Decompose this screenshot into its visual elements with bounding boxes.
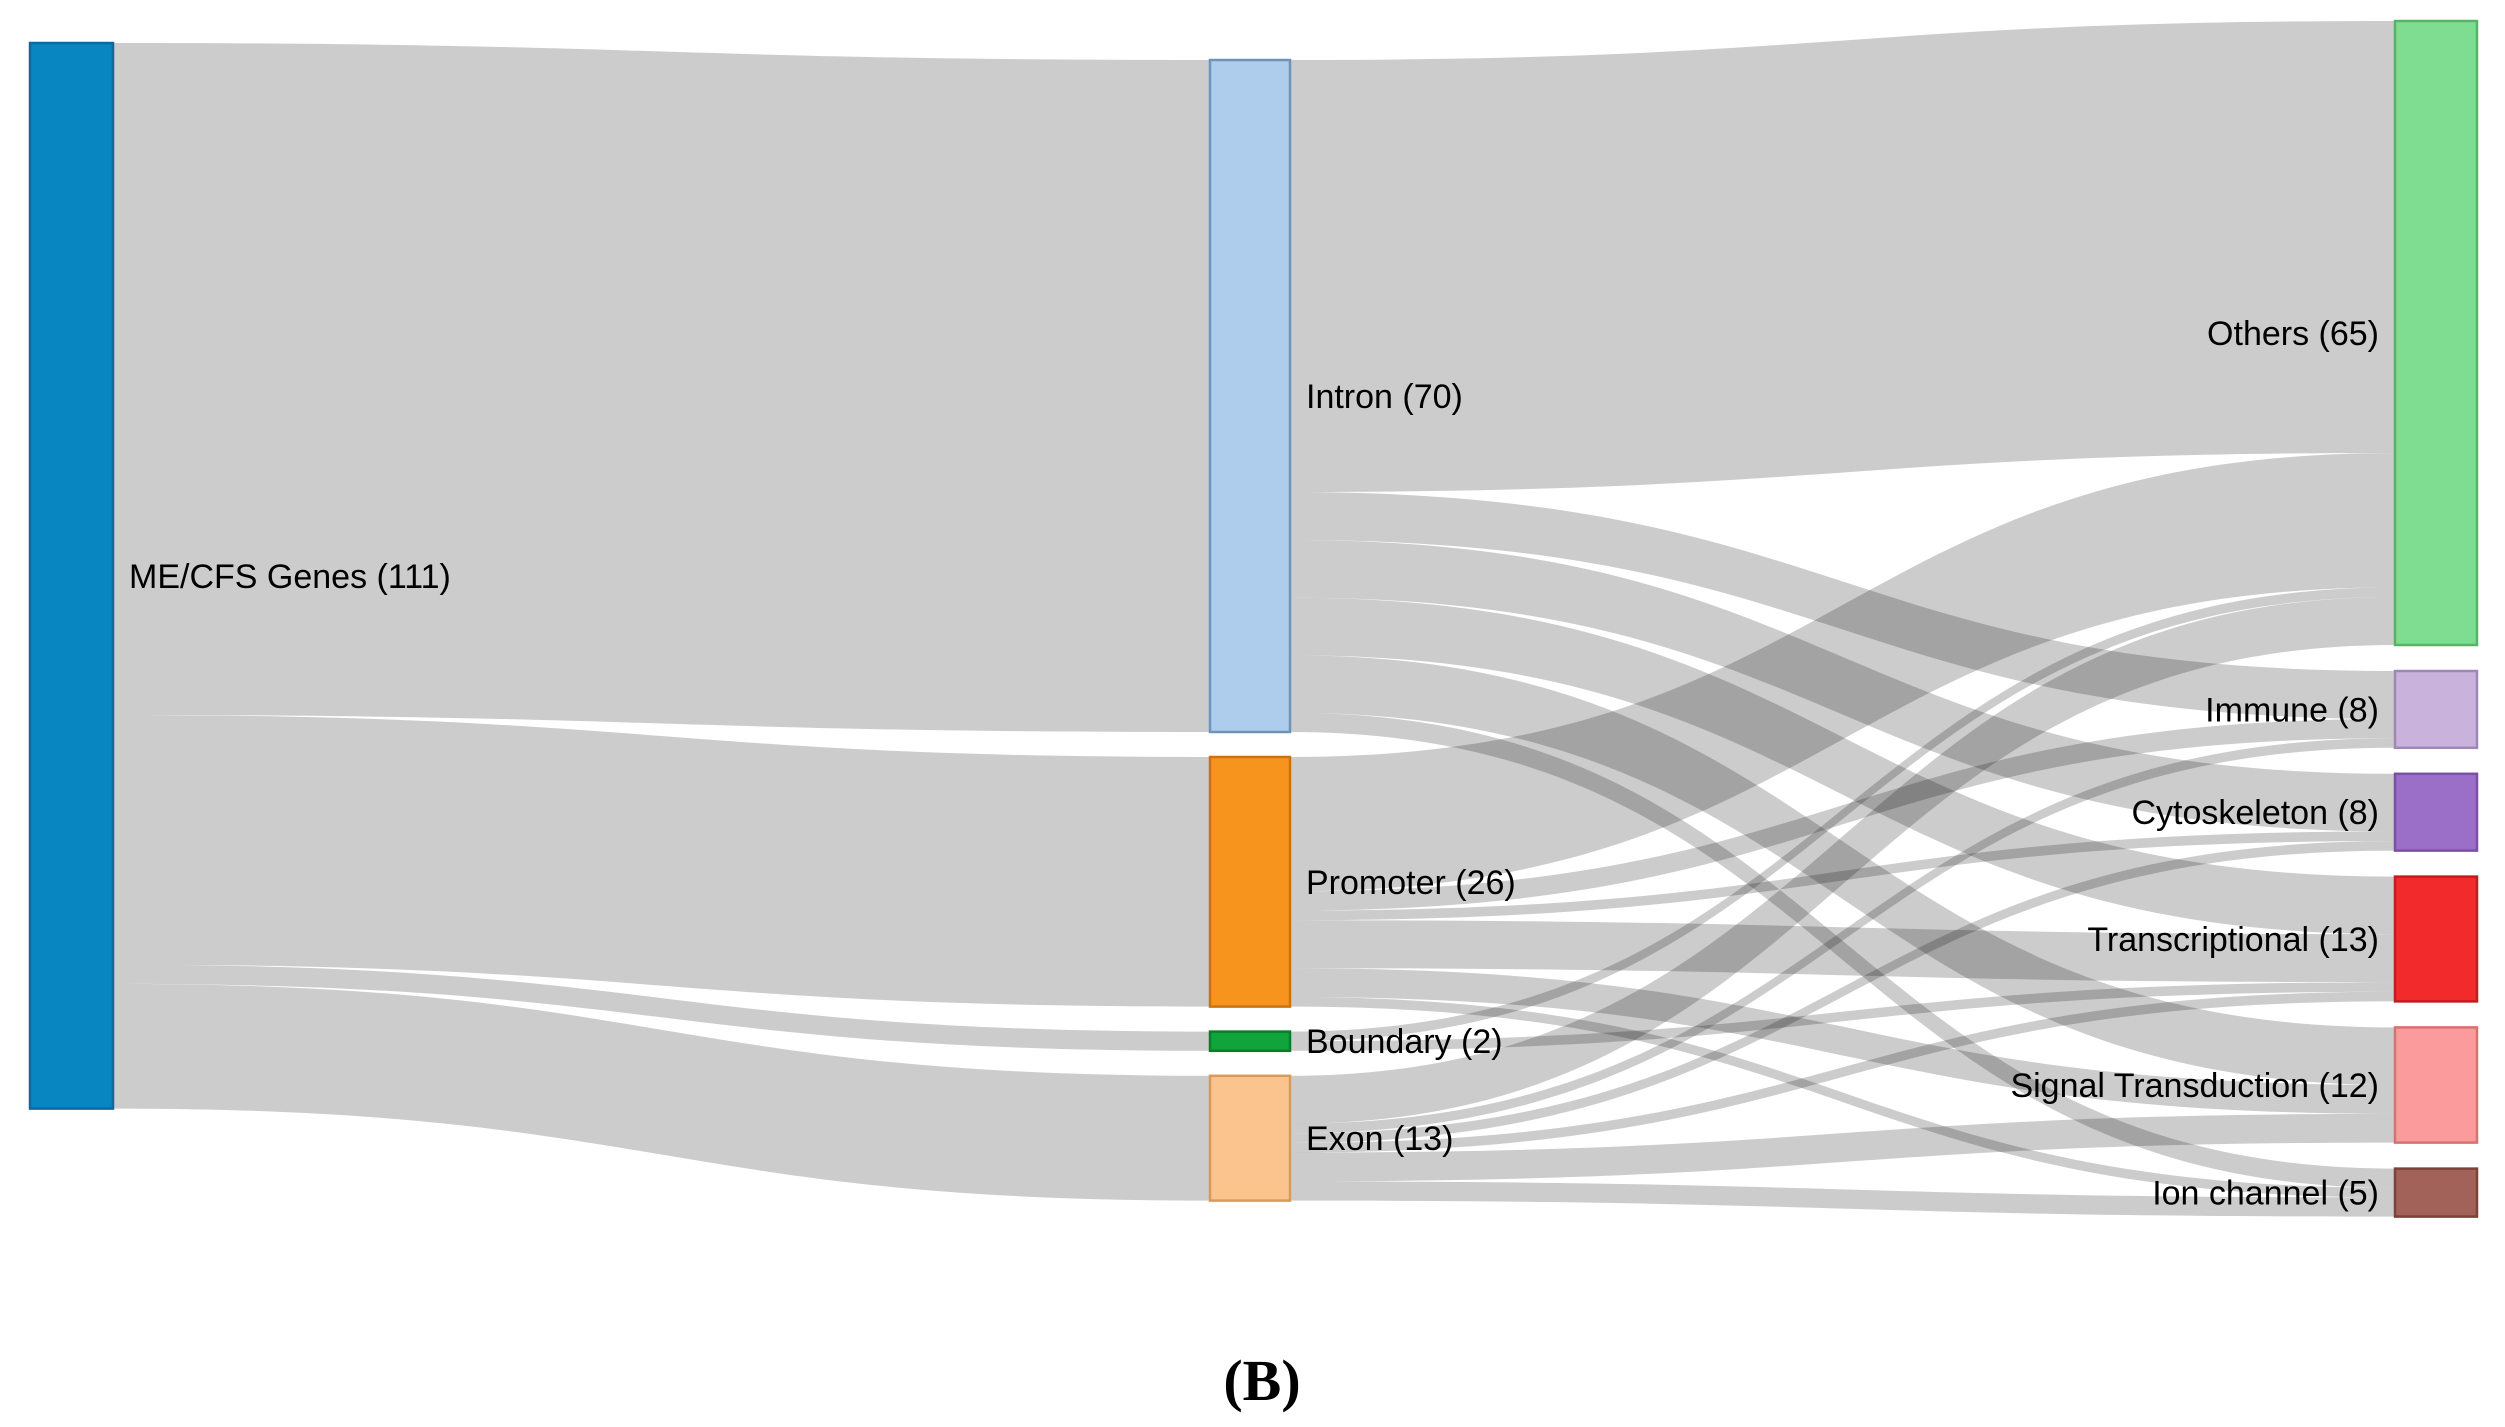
flow-boundary-to-transcriptional [1290,982,2395,1051]
flow-exon-to-others [1290,597,2395,1124]
flow-intron-to-signal [1290,655,2395,1085]
node-intron [1208,58,1292,734]
flow-exon-to-cytoskeleton [1290,841,2395,1143]
flow-mecfs-to-exon [113,983,1210,1201]
flow-promoter-to-cytoskeleton [1290,831,2395,921]
flow-mecfs-to-boundary [113,964,1210,1051]
flow-intron-to-immune [1290,492,2395,719]
node-ion [2393,1167,2479,1218]
node-label-promoter: Promoter (26) [1306,864,1516,902]
flow-promoter-to-immune [1290,719,2395,911]
node-exon [1208,1074,1292,1202]
flow-exon-to-transcriptional [1290,991,2395,1153]
flow-promoter-to-ion [1290,997,2395,1198]
flow-promoter-to-others [1290,453,2395,892]
flow-intron-to-cytoskeleton [1290,540,2395,832]
node-promoter [1208,755,1292,1008]
node-label-ion: Ion channel (5) [2152,1175,2379,1213]
node-label-mecfs: ME/CFS Genes (111) [129,558,451,596]
node-signal [2393,1026,2479,1144]
flows-layer [113,21,2395,1217]
node-label-transcriptional: Transcriptional (13) [2087,921,2379,959]
node-transcriptional [2393,875,2479,1003]
node-label-boundary: Boundary (2) [1306,1023,1503,1061]
figure-caption: (B) [1223,1348,1300,1413]
flow-promoter-to-signal [1290,968,2395,1114]
node-mecfs [28,41,115,1110]
node-cytoskeleton [2393,772,2479,852]
node-label-exon: Exon (13) [1306,1120,1453,1158]
flow-mecfs-to-intron [113,43,1210,732]
flow-intron-to-transcriptional [1290,597,2395,935]
node-others [2393,19,2479,647]
node-boundary [1208,1030,1292,1053]
flow-intron-to-others [1290,21,2395,492]
flow-exon-to-ion [1290,1181,2395,1217]
flow-exon-to-signal [1290,1113,2395,1182]
flow-intron-to-ion [1290,712,2395,1188]
node-label-immune: Immune (8) [2205,691,2379,729]
flow-boundary-to-others [1290,587,2395,1042]
flow-exon-to-immune [1290,738,2395,1134]
node-label-others: Others (65) [2207,315,2379,353]
flow-mecfs-to-promoter [113,715,1210,1007]
node-label-signal: Signal Transduction (12) [2010,1067,2379,1105]
node-label-cytoskeleton: Cytoskeleton (8) [2131,794,2379,832]
nodes-layer [28,19,2479,1218]
labels-layer: ME/CFS Genes (111) Intron (70) Promoter (2… [129,315,2379,1213]
node-immune [2393,669,2479,750]
node-label-intron: Intron (70) [1306,378,1463,416]
flow-promoter-to-transcriptional [1290,920,2395,983]
